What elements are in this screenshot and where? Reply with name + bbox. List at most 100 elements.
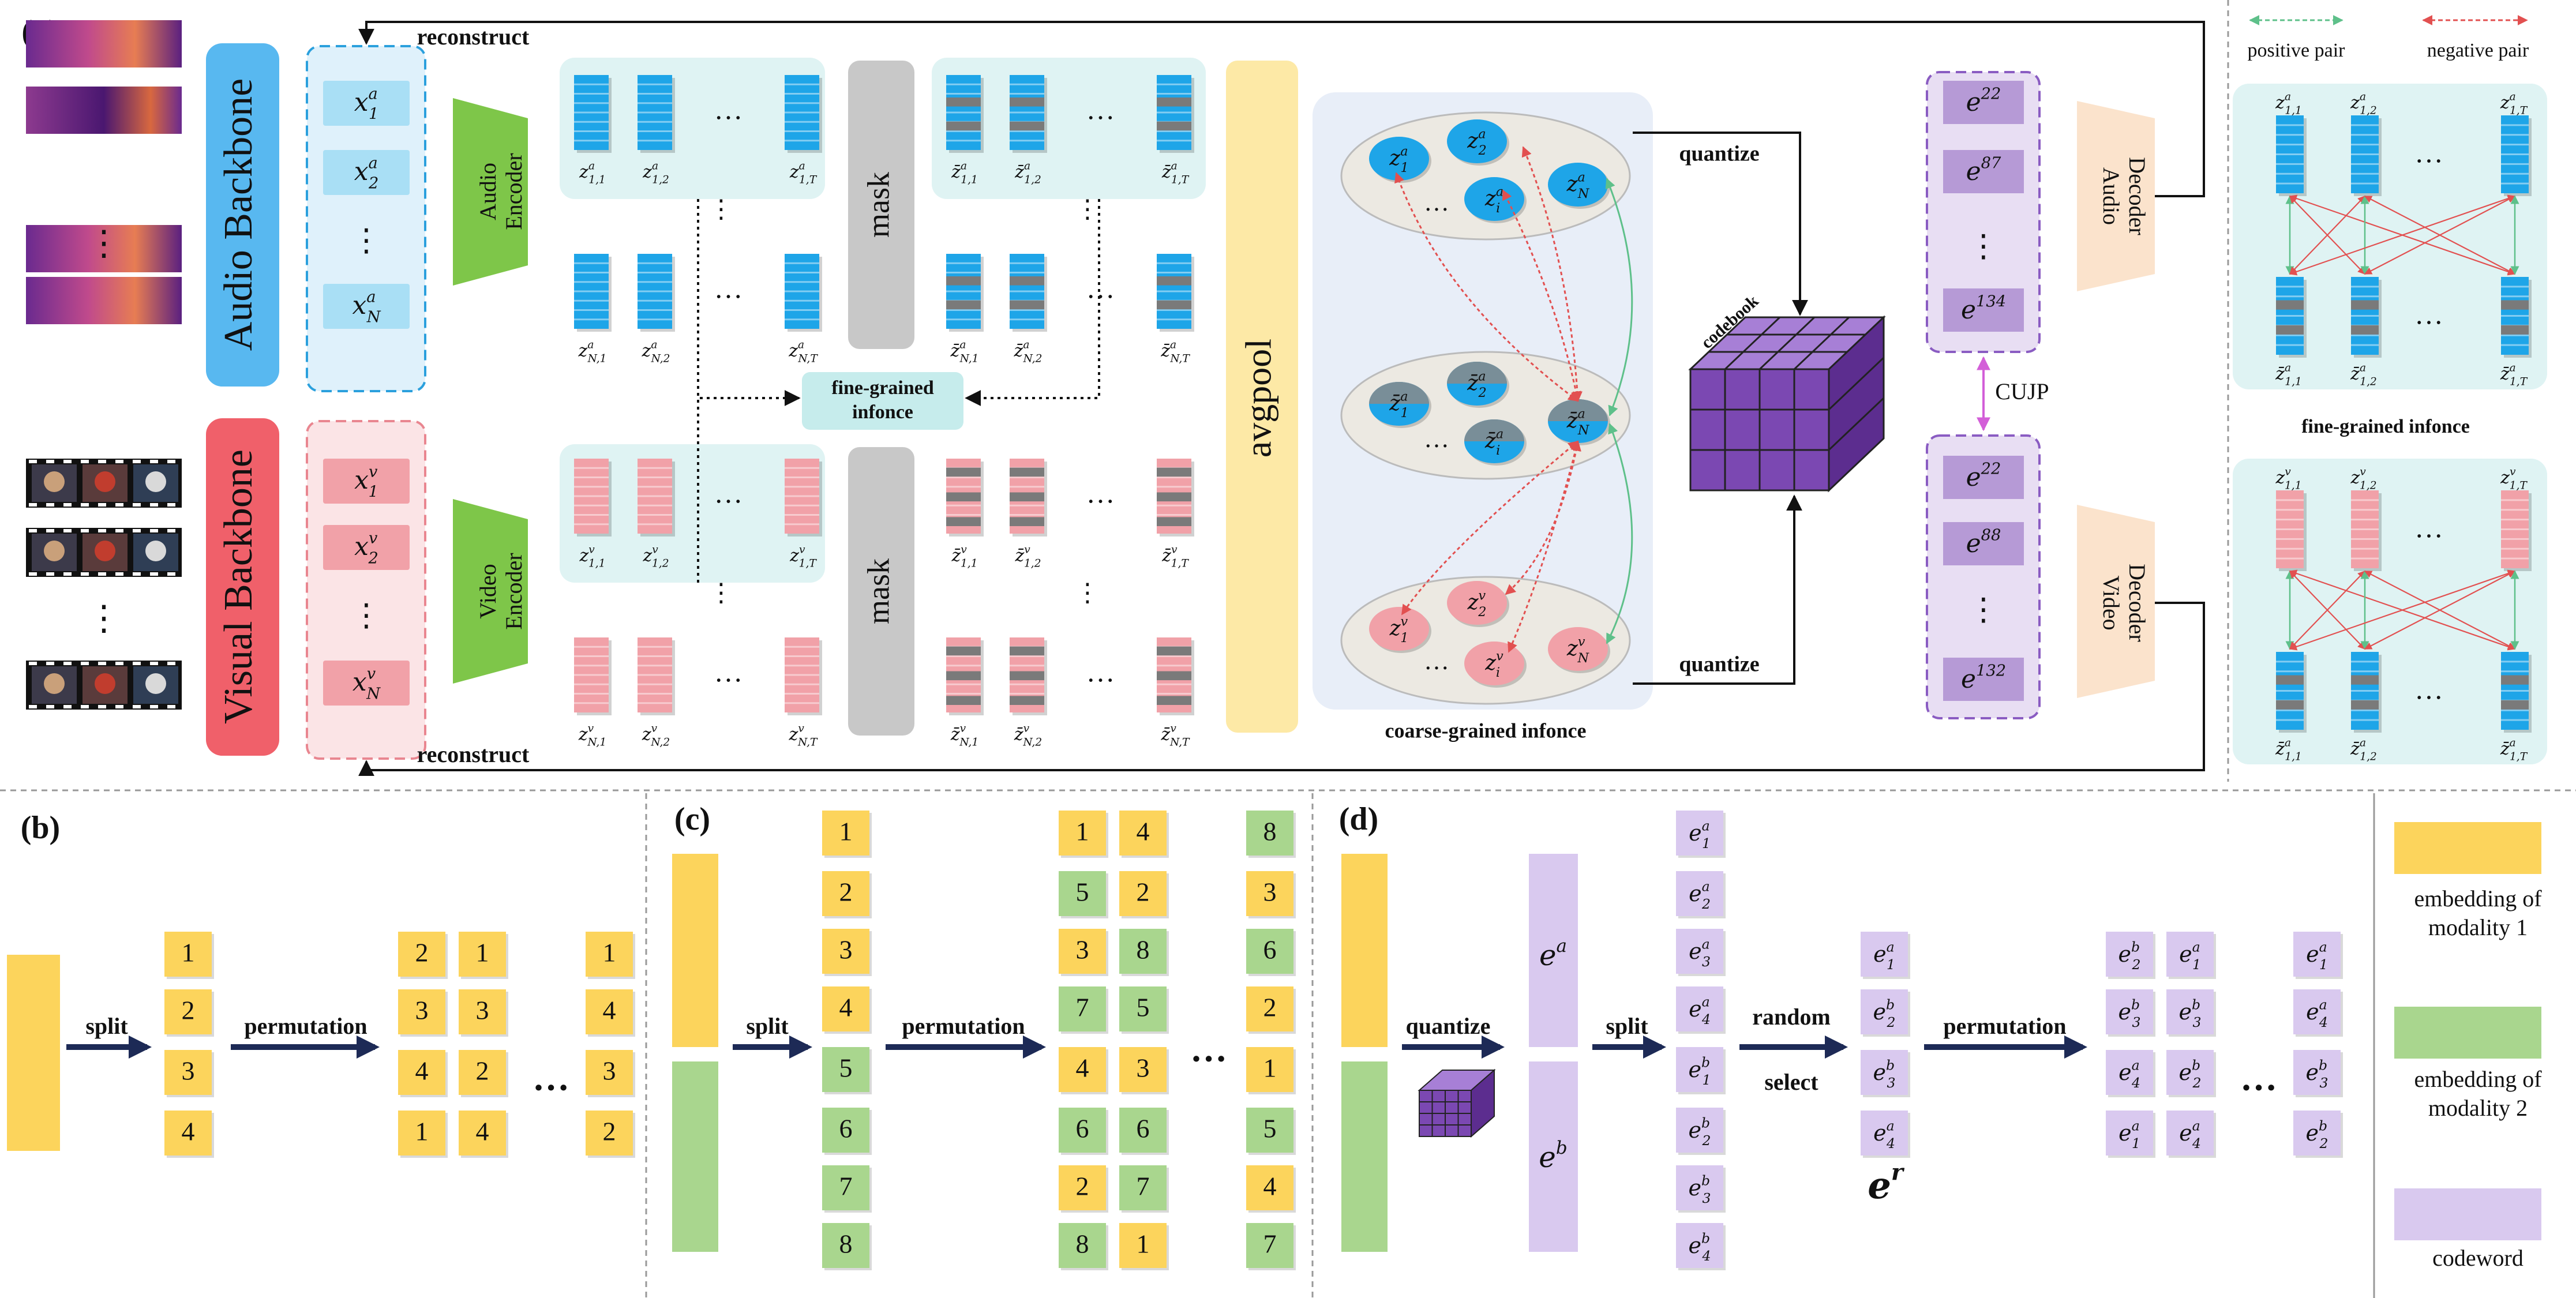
- token-stripe: [638, 646, 672, 648]
- legend-modality1-swatch: [2394, 822, 2541, 874]
- token-body: [1157, 254, 1191, 329]
- film-perforation: [167, 503, 175, 507]
- token-stripe: [1157, 486, 1191, 488]
- math-label: e134: [1961, 292, 2006, 325]
- token-stripe: [2276, 334, 2304, 336]
- token-stripe: [2351, 134, 2379, 136]
- token-body: [2351, 652, 2379, 730]
- token-stripe: [1157, 683, 1191, 685]
- token-stripe: [2351, 315, 2379, 317]
- math-label: eb: [1539, 1138, 1567, 1175]
- token-stripe: [638, 702, 672, 704]
- permuted-codeword: [2293, 932, 2341, 977]
- token-body: [1157, 75, 1191, 150]
- permuted-square-label: 8: [1263, 817, 1277, 846]
- token-stripe: [2501, 528, 2529, 530]
- token-stripe: [785, 674, 819, 676]
- token-stripe: [1010, 665, 1044, 667]
- film-perforation: [46, 705, 54, 708]
- token-body: [2501, 652, 2529, 730]
- token-stripe: [574, 262, 609, 264]
- permuted-square: [1119, 929, 1167, 974]
- film-perforation: [63, 662, 72, 665]
- film-perforation: [115, 662, 123, 665]
- permuted-square: [398, 932, 445, 977]
- token-stripe: [1010, 111, 1044, 114]
- negative-pair-arrow: [2364, 196, 2516, 275]
- er-label: er: [1868, 1160, 1905, 1207]
- legend-modality2-swatch: [2394, 1007, 2541, 1059]
- token-stripe: [1157, 93, 1191, 95]
- permuted-square: [398, 989, 445, 1034]
- token-stripe: [1010, 83, 1044, 85]
- token-body: [638, 75, 672, 150]
- token-stripe: [785, 290, 819, 292]
- avgpool-block: [1226, 61, 1298, 733]
- permuted-square-label: 1: [603, 938, 616, 967]
- token-stripe: [2351, 144, 2379, 146]
- token-stripe: [785, 83, 819, 85]
- film-perforation: [167, 705, 175, 708]
- film-perforation: [150, 503, 158, 507]
- token-stripe: [638, 281, 672, 283]
- codebook-grid: [1724, 316, 1781, 370]
- reconstruct-label-video: reconstruct: [417, 741, 530, 767]
- vertical-ellipsis: ⋮: [1968, 228, 1999, 264]
- horizontal-ellipsis: …: [533, 1057, 569, 1098]
- video-decoder: [2077, 505, 2155, 698]
- legend-positive-label: positive pair: [2247, 40, 2345, 61]
- vertical-ellipsis: ⋮: [708, 578, 734, 607]
- token-stripe: [2501, 499, 2529, 501]
- token-stripe: [574, 102, 609, 104]
- permuted-square-label: 2: [415, 938, 429, 967]
- permuted-square-label: 7: [1263, 1229, 1277, 1259]
- split-square: [822, 871, 869, 916]
- split-square-label: 3: [839, 935, 853, 965]
- token-stripe: [2276, 661, 2304, 663]
- video-subject: [44, 471, 65, 492]
- token-stripe: [1010, 93, 1044, 95]
- split-square: [164, 932, 212, 977]
- audio-input-token: [323, 284, 410, 329]
- video-decoder-label: Video: [2098, 575, 2124, 630]
- select-label: select: [1764, 1069, 1818, 1095]
- token-stripe: [574, 674, 609, 676]
- masked-segment: [1010, 671, 1044, 681]
- visual-input-token: [323, 661, 410, 706]
- token-body: [1010, 254, 1044, 329]
- split-square-label: 5: [839, 1053, 853, 1083]
- permuted-codeword: [2166, 989, 2214, 1034]
- audio-codeword: [1943, 288, 2024, 332]
- panel-label-b: (b): [21, 810, 60, 846]
- audio-backbone: [206, 43, 279, 387]
- panel-label-d: (d): [1339, 801, 1378, 837]
- film-perforation: [63, 705, 72, 708]
- permuted-square: [1246, 1223, 1293, 1268]
- token-stripe: [574, 504, 609, 507]
- token-body: [638, 637, 672, 712]
- masked-segment: [2276, 325, 2304, 335]
- legend-modality1-label: embedding of: [2414, 886, 2542, 911]
